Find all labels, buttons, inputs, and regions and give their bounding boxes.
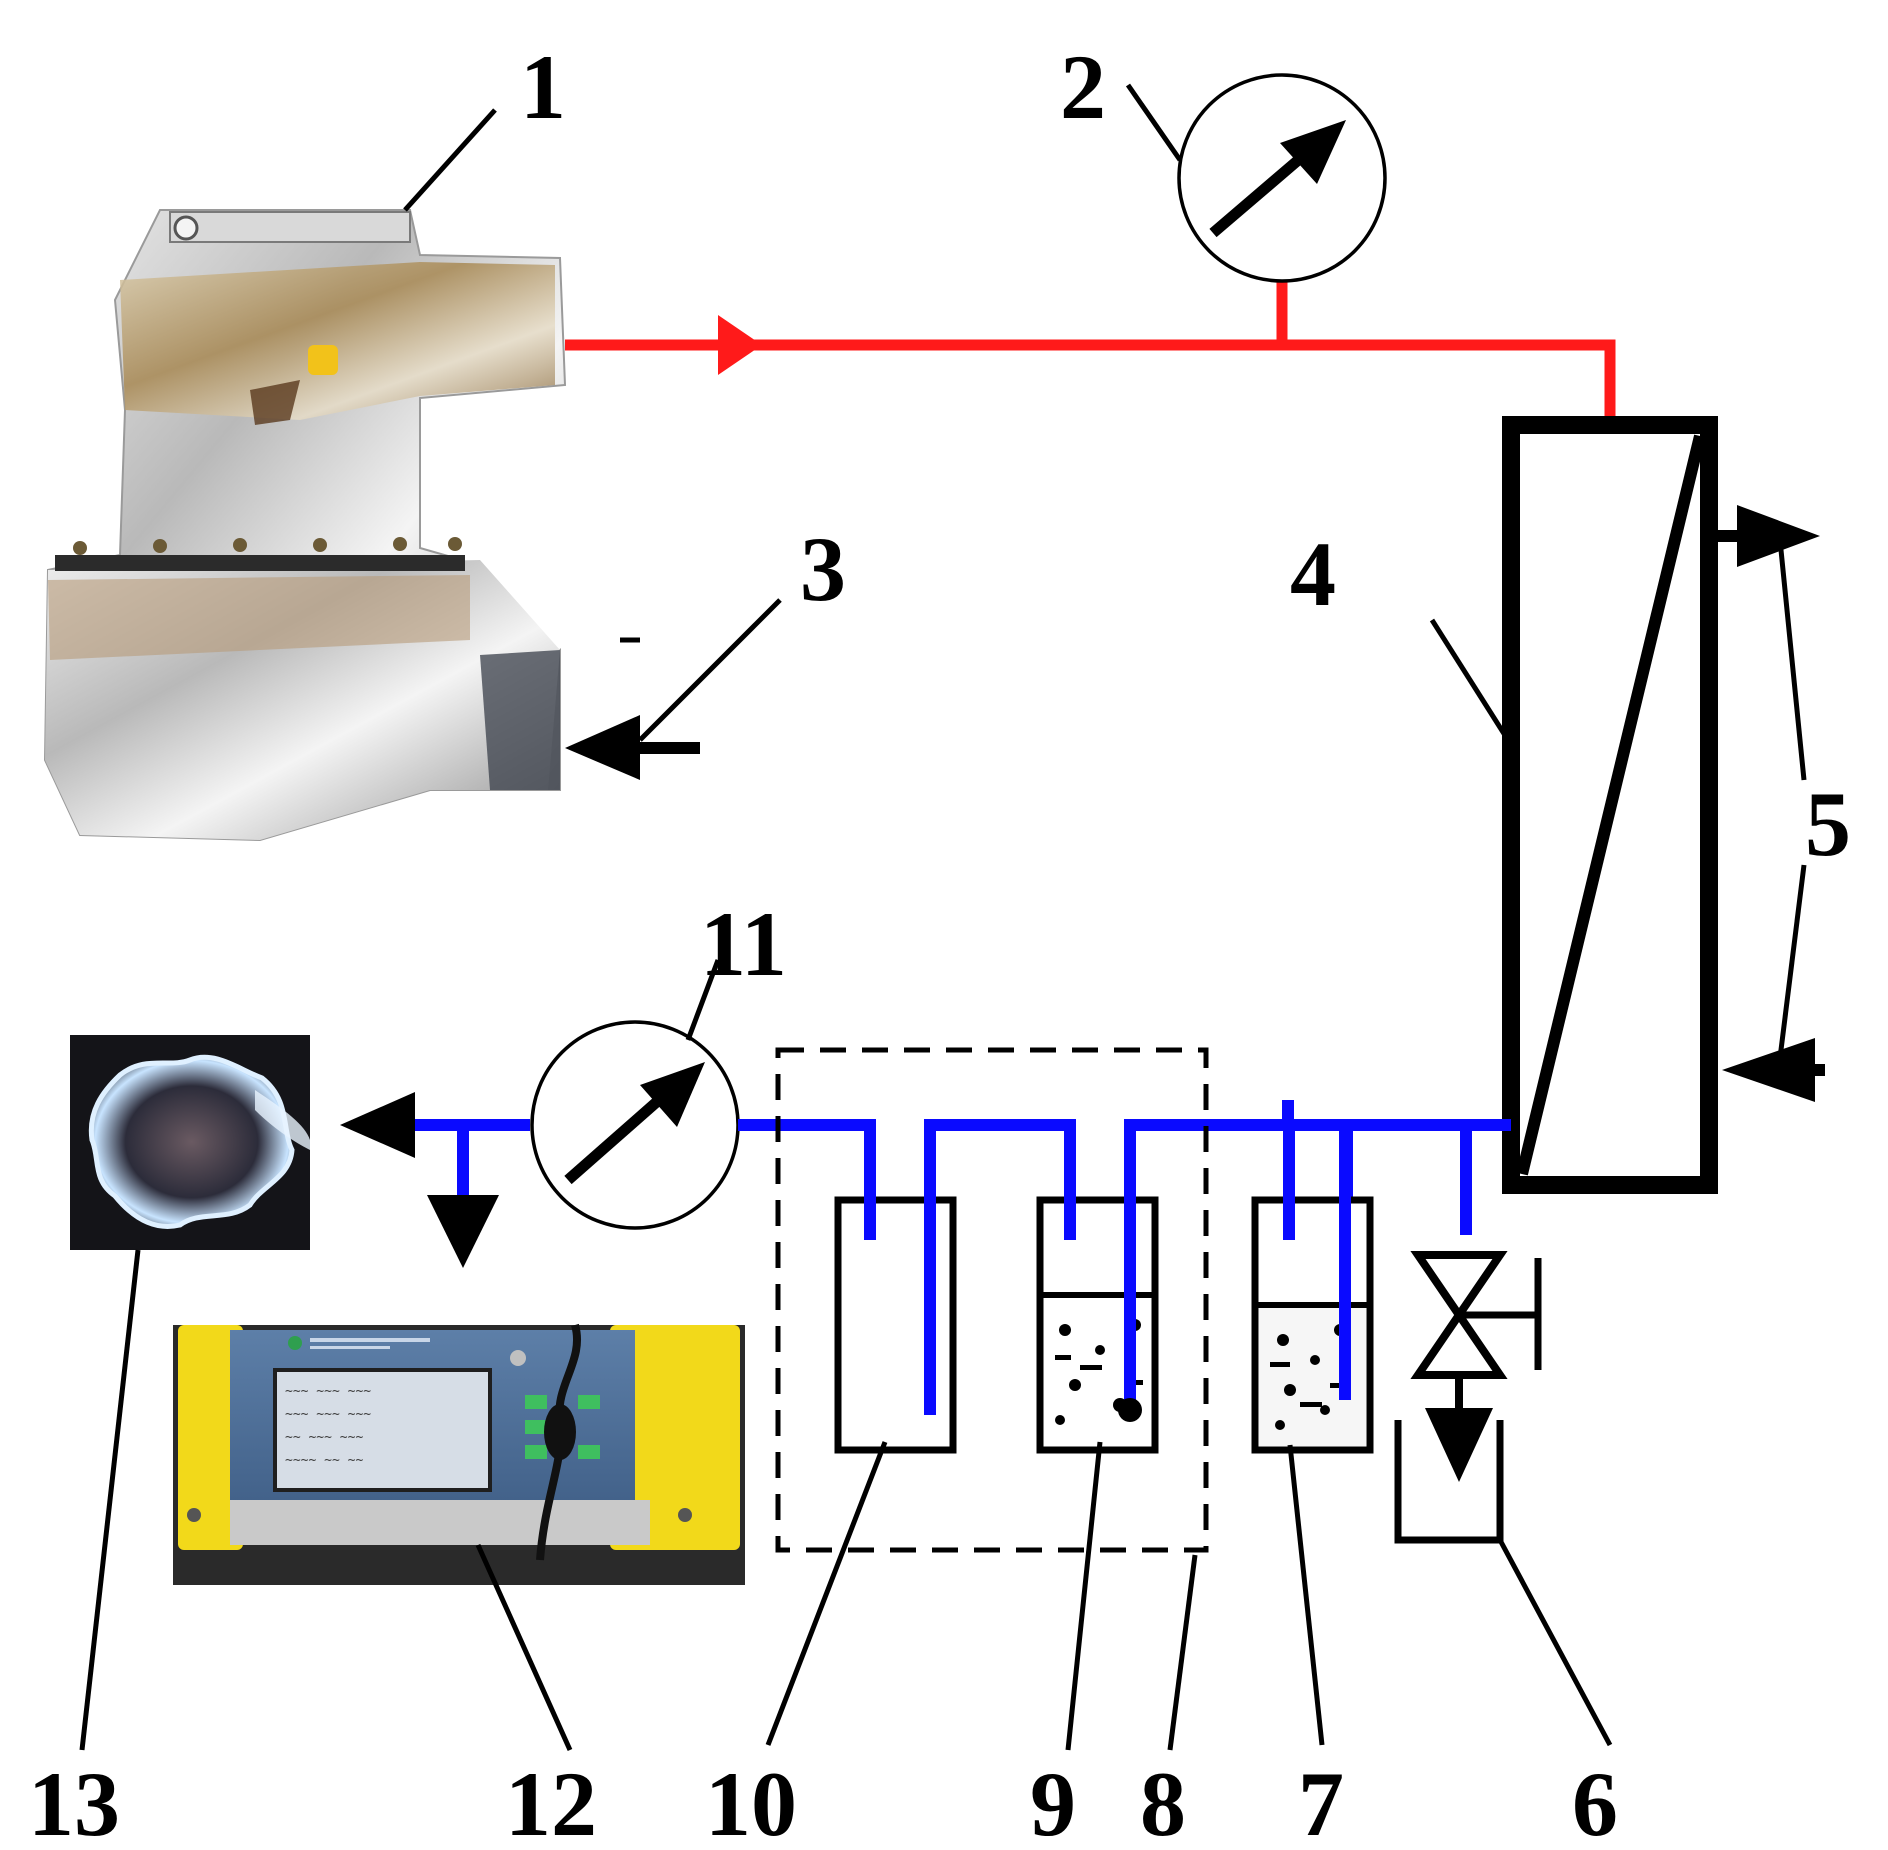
label-10: 10 [705,1753,797,1850]
label-7: 7 [1298,1753,1344,1850]
gas-analyzer: ~~~ ~~~ ~~~ ~~~ ~~~ ~~~ ~~ ~~~ ~~~ ~~~~ … [173,1323,745,1585]
flame-image [70,1035,310,1250]
label-6: 6 [1572,1753,1618,1850]
flow-arrow-down [427,1195,499,1268]
label-12: 12 [505,1753,597,1850]
pressure-gauge-bottom [530,1020,740,1230]
reactor-vessel [43,209,567,842]
gauge-needle-arrowhead [1280,120,1346,184]
svg-text:~~~ ~~~ ~~~: ~~~ ~~~ ~~~ [285,1384,371,1399]
condenser [1502,416,1718,1194]
wash-bottle-7 [1251,1196,1374,1454]
analyzer-display-text: ~~~ ~~~ ~~~ ~~~ ~~~ ~~~ ~~ ~~~ ~~~ ~~~~ … [285,1384,371,1468]
leader-lines [79,83,1613,1752]
inlet-arrow [565,598,782,780]
label-11: 11 [700,893,787,995]
label-2: 2 [1060,36,1106,138]
pressure-gauge-top [1177,73,1387,283]
drain-valve [1410,1251,1542,1482]
svg-text:~~~ ~~~ ~~~: ~~~ ~~~ ~~~ [285,1407,371,1422]
component-labels: 1 2 3 4 5 6 7 8 9 10 11 12 13 [28,36,1851,1850]
condensate-collector [1394,1420,1504,1544]
label-1: 1 [520,36,566,138]
drain-arrowhead [1425,1408,1493,1482]
coolant-in-arrowhead [1722,1038,1815,1102]
label-3: 3 [800,518,846,620]
label-13: 13 [28,1753,120,1850]
flow-arrow-right [718,315,762,375]
flow-arrow-left [340,1092,415,1158]
label-4: 4 [1290,523,1336,625]
label-5: 5 [1805,773,1851,875]
svg-text:~~~~ ~~ ~~: ~~~~ ~~ ~~ [285,1453,363,1468]
inlet-arrowhead [565,715,640,780]
coolant-arrows [1709,505,1825,1102]
coolant-out-arrowhead [1737,505,1820,567]
label-8: 8 [1140,1753,1186,1850]
svg-text:~~ ~~~ ~~~: ~~ ~~~ ~~~ [285,1430,363,1445]
filter-assembly-box [775,1047,1209,1553]
hot-gas-line [565,282,1616,425]
label-9: 9 [1030,1753,1076,1850]
gauge-needle-arrowhead-bottom [640,1062,705,1127]
